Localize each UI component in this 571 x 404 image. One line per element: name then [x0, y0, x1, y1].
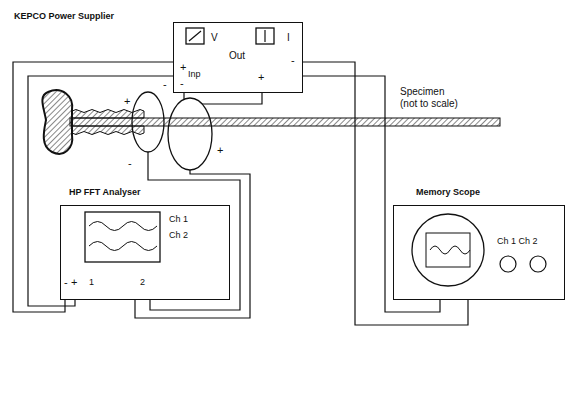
analyser-box: HP FFT AnalyserCh 1Ch 2-+12: [60, 205, 230, 300]
polarity-sign: +: [217, 144, 223, 157]
power-supply-box: KEPCO Power SupplierVOutI+Inp--+: [173, 22, 303, 93]
waveform: [89, 222, 157, 231]
device-title: Memory Scope: [416, 187, 480, 197]
meter-label: V: [211, 32, 218, 44]
knob: [530, 256, 546, 272]
waveform: [430, 246, 470, 254]
ammeter-display: [256, 28, 274, 44]
specimen-label: Specimen (not to scale): [400, 86, 461, 109]
scope-box: Memory ScopeCh 1 Ch 2: [393, 205, 565, 300]
voltmeter-display: [186, 28, 204, 44]
clamp: [42, 90, 72, 154]
device-title: HP FFT Analyser: [69, 187, 141, 197]
channel-label: Ch 1: [169, 214, 188, 224]
wire: [148, 152, 240, 310]
scope-display: [426, 233, 470, 267]
wire: [135, 170, 250, 318]
specimen-rod: [70, 118, 500, 126]
knob: [500, 256, 516, 272]
polarity-sign: -: [64, 276, 68, 289]
meter-label: I: [287, 32, 290, 44]
polarity-sign: +: [258, 71, 264, 84]
wire-connector: [13, 62, 173, 312]
pickup-loop: [132, 92, 164, 152]
excitation-loop: [168, 98, 212, 170]
polarity-sign: -: [128, 157, 132, 170]
analyser-screen: [85, 212, 160, 262]
wire: [202, 93, 262, 104]
input-number: 2: [140, 277, 145, 287]
channel-label: Ch 1 Ch 2: [497, 236, 538, 246]
polarity-sign: -: [163, 78, 167, 91]
polarity-sign: -: [180, 77, 184, 90]
polarity-sign: +: [180, 61, 186, 74]
terminal-label: Inp: [188, 69, 201, 79]
channel-label: Ch 2: [169, 230, 188, 240]
device-title: KEPCO Power Supplier: [14, 11, 114, 21]
terminal-label: Out: [229, 50, 245, 62]
polarity-sign: +: [71, 276, 77, 289]
polarity-sign: +: [124, 95, 130, 108]
meter-needle: [189, 31, 201, 41]
waveform: [89, 242, 157, 251]
scope-screen: [412, 214, 484, 286]
input-number: 1: [89, 277, 94, 287]
polarity-sign: -: [291, 54, 295, 67]
wire: [28, 76, 173, 306]
wire: [183, 93, 184, 99]
meter-needle: [264, 30, 265, 42]
